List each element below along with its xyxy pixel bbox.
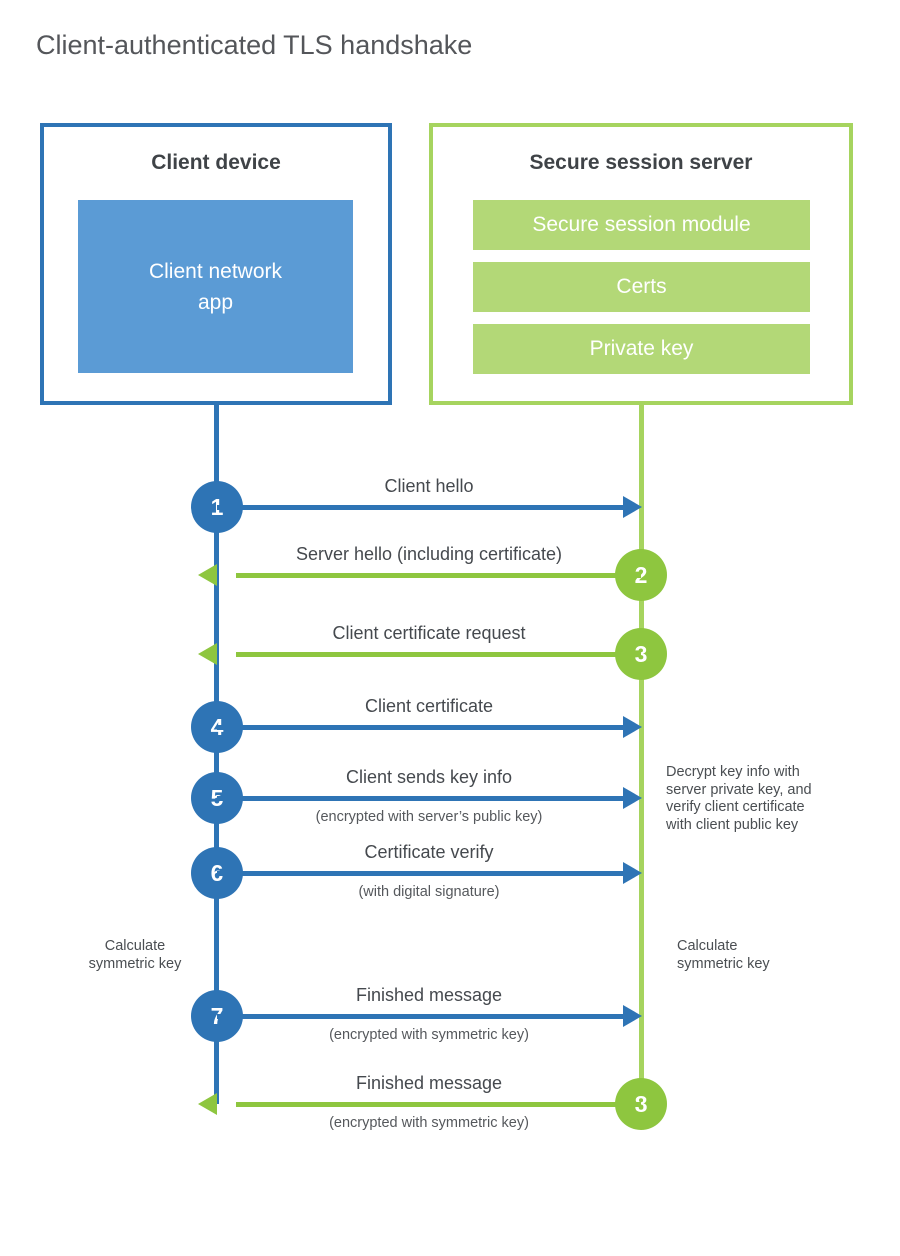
step-8-sublabel: (encrypted with symmetric key) [329, 1115, 529, 1131]
arrow-shaft [217, 871, 623, 876]
arrow-shaft [217, 505, 623, 510]
arrow-shaft [217, 796, 623, 801]
arrow-shaft [217, 1014, 623, 1019]
step-1-number: 1 [211, 494, 224, 521]
arrow-shaft [217, 725, 623, 730]
server-title: Secure session server [529, 151, 753, 174]
step-6-number: 6 [211, 860, 224, 887]
arrow-right-icon [623, 496, 642, 518]
secure-session-server-box: Secure session server Secure session mod… [429, 123, 853, 405]
step-3-label: Client certificate request [332, 623, 526, 643]
step-6-sublabel: (with digital signature) [358, 884, 500, 900]
arrow-shaft [236, 573, 641, 578]
server-lifeline [639, 405, 644, 1107]
step-7-label: Finished message [355, 985, 503, 1005]
step-7-number: 7 [211, 1003, 224, 1030]
step-2-label: Server hello (including certificate) [295, 544, 563, 564]
step-2-circle: 2 [615, 549, 667, 601]
arrow-shaft [236, 1102, 641, 1107]
step-8-label: Finished message [355, 1073, 503, 1093]
step-4-label: Client certificate [364, 696, 494, 716]
client-device-title: Client device [151, 151, 281, 174]
page-title: Client-authenticated TLS handshake [36, 30, 473, 60]
decrypt-key-info-note: Decrypt key info with server private key… [666, 764, 812, 833]
client-network-app-box: Client network app [78, 200, 353, 373]
step-7-sublabel: (encrypted with symmetric key) [329, 1027, 529, 1043]
calculate-symmetric-key-note-client: Calculate symmetric key [88, 938, 182, 972]
arrow-right-icon [623, 1005, 642, 1027]
arrow-shaft [236, 652, 641, 657]
step-5-label: Client sends key info [345, 767, 513, 787]
arrow-left-icon [198, 643, 217, 665]
arrow-left-icon [198, 564, 217, 586]
arrow-right-icon [623, 716, 642, 738]
arrow-left-icon [198, 1093, 217, 1115]
step-4-number: 4 [211, 714, 224, 741]
client-device-box: Client device Client network app [40, 123, 392, 405]
arrow-right-icon [623, 787, 642, 809]
server-module-private-key: Private key [473, 324, 810, 374]
step-1-label: Client hello [384, 476, 474, 496]
step-6-label: Certificate verify [364, 842, 494, 862]
server-module-certs: Certs [473, 262, 810, 312]
calculate-symmetric-key-note-server: Calculate symmetric key [677, 938, 770, 972]
arrow-right-icon [623, 862, 642, 884]
client-lifeline [214, 405, 219, 1104]
step-5-sublabel: (encrypted with server’s public key) [315, 809, 543, 825]
step-5-number: 5 [211, 785, 224, 812]
server-module-secure-session: Secure session module [473, 200, 810, 250]
